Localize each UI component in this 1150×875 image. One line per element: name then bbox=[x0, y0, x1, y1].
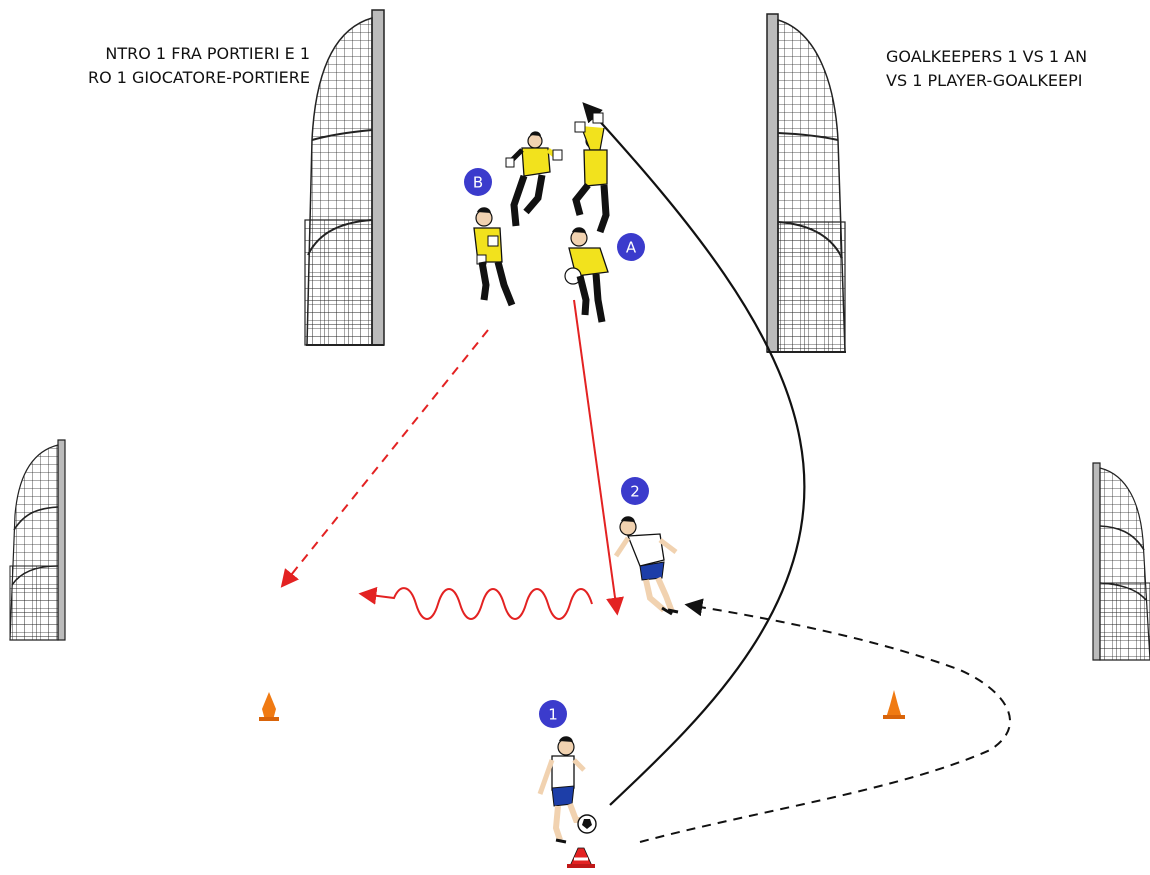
svg-text:B: B bbox=[473, 174, 483, 192]
goal-icon bbox=[1092, 462, 1150, 661]
badge-goalkeeper-b: B bbox=[464, 168, 492, 196]
goal-icon bbox=[766, 13, 846, 353]
run-arrow-icon bbox=[639, 598, 1011, 843]
dribble-arrow-icon bbox=[358, 586, 593, 620]
goal-icon bbox=[304, 9, 385, 346]
goalkeeper-icon bbox=[505, 131, 563, 227]
svg-text:A: A bbox=[626, 239, 637, 257]
caption-italian-line-2: RO 1 GIOCATORE-PORTIERE bbox=[87, 68, 310, 87]
goalkeeper-icon bbox=[564, 227, 609, 323]
run-arrow-icon bbox=[582, 102, 806, 806]
player-icon bbox=[613, 516, 679, 616]
goalkeeper-icon bbox=[473, 207, 516, 307]
caption-italian-line-1: NTRO 1 FRA PORTIERI E 1 bbox=[105, 44, 310, 63]
caption-english: GOALKEEPERS 1 VS 1 AN VS 1 PLAYER-GOALKE… bbox=[886, 45, 1150, 93]
cone-icon bbox=[883, 690, 905, 719]
player-icon bbox=[537, 736, 588, 844]
ball-icon bbox=[577, 814, 597, 834]
caption-english-line-1: GOALKEEPERS 1 VS 1 AN bbox=[886, 47, 1088, 66]
pass-arrow-icon bbox=[573, 299, 624, 616]
caption-english-line-2: VS 1 PLAYER-GOALKEEPI bbox=[886, 71, 1083, 90]
svg-text:1: 1 bbox=[548, 706, 558, 724]
goal-icon bbox=[9, 439, 66, 641]
svg-text:2: 2 bbox=[630, 483, 640, 501]
badge-player-2: 2 bbox=[621, 477, 649, 505]
badge-goalkeeper-a: A bbox=[617, 233, 645, 261]
badge-player-1: 1 bbox=[539, 700, 567, 728]
cone-icon bbox=[567, 847, 595, 868]
pass-arrow-icon bbox=[280, 329, 489, 588]
cone-icon bbox=[259, 692, 279, 721]
caption-italian: NTRO 1 FRA PORTIERI E 1 RO 1 GIOCATORE-P… bbox=[0, 42, 310, 90]
goalkeeper-icon bbox=[572, 112, 610, 234]
